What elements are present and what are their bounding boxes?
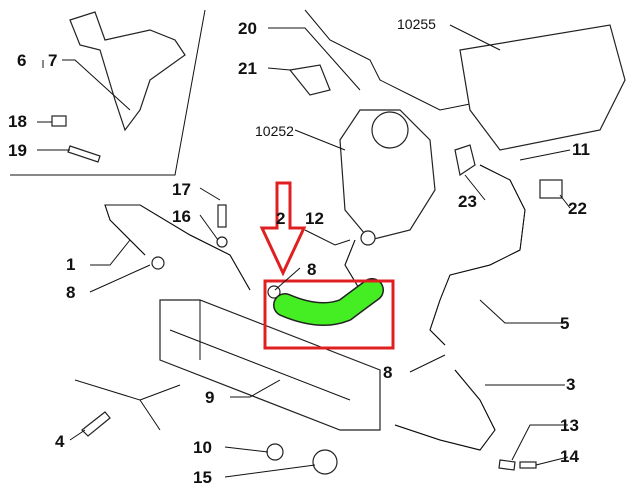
label-12: 12 (305, 209, 324, 228)
bolt-18 (51, 115, 67, 127)
clamp-8a (151, 256, 165, 270)
label-10255: 10255 (397, 16, 436, 32)
label-8-center: 8 (307, 260, 317, 279)
section-lines (74, 379, 181, 431)
clamp-10 (266, 443, 284, 461)
bolt-4 (81, 411, 111, 437)
washer-16 (216, 236, 228, 248)
label-16: 16 (172, 207, 191, 226)
intercooler-detail (169, 300, 351, 401)
label-11: 11 (572, 140, 590, 159)
label-19: 19 (8, 141, 27, 160)
bracket-part (69, 11, 186, 132)
label-21: 21 (238, 59, 257, 78)
clip-22 (539, 179, 563, 199)
label-20: 20 (238, 19, 257, 38)
turbo-10252 (339, 109, 436, 241)
bolt-14 (519, 461, 537, 469)
label-1: 1 (66, 255, 76, 274)
pipe-3 (394, 369, 496, 451)
label-4: 4 (55, 432, 65, 451)
label-18: 18 (8, 112, 27, 131)
label-5: 5 (560, 314, 570, 333)
bolt-13 (498, 459, 516, 471)
gasket-15 (312, 449, 338, 475)
label-13: 13 (560, 416, 579, 435)
clamp-12 (360, 230, 376, 246)
hose-2-highlighted (274, 279, 383, 325)
label-9: 9 (205, 388, 215, 407)
label-8-right: 8 (383, 363, 393, 382)
label-15: 15 (193, 468, 212, 487)
clamp-8b (267, 285, 281, 299)
label-7: 7 (48, 51, 58, 70)
pipe-1-inner (104, 204, 251, 291)
label-22: 22 (568, 199, 587, 218)
pipe-3-inner (394, 369, 496, 451)
label-8-left: 8 (66, 283, 76, 302)
inset-border (10, 9, 206, 176)
label-2: 2 (276, 209, 286, 228)
bolt-19 (67, 145, 101, 163)
leader-lines (37, 24, 571, 478)
highlight-arrow-icon (259, 181, 307, 277)
highlight-box (263, 279, 395, 350)
sensor-21 (288, 64, 331, 96)
label-23: 23 (458, 192, 477, 211)
pipe-5-inner (429, 164, 526, 346)
bolt-17 (217, 204, 227, 228)
label-10: 10 (193, 438, 212, 457)
turbo-housing (371, 111, 409, 149)
label-10252: 10252 (255, 123, 294, 139)
label-17: 17 (172, 180, 191, 199)
manifold-10255 (459, 24, 626, 151)
label-14: 14 (560, 447, 579, 466)
label-6: 6 (17, 51, 27, 70)
label-3: 3 (566, 375, 576, 394)
gasket-23 (454, 144, 476, 176)
